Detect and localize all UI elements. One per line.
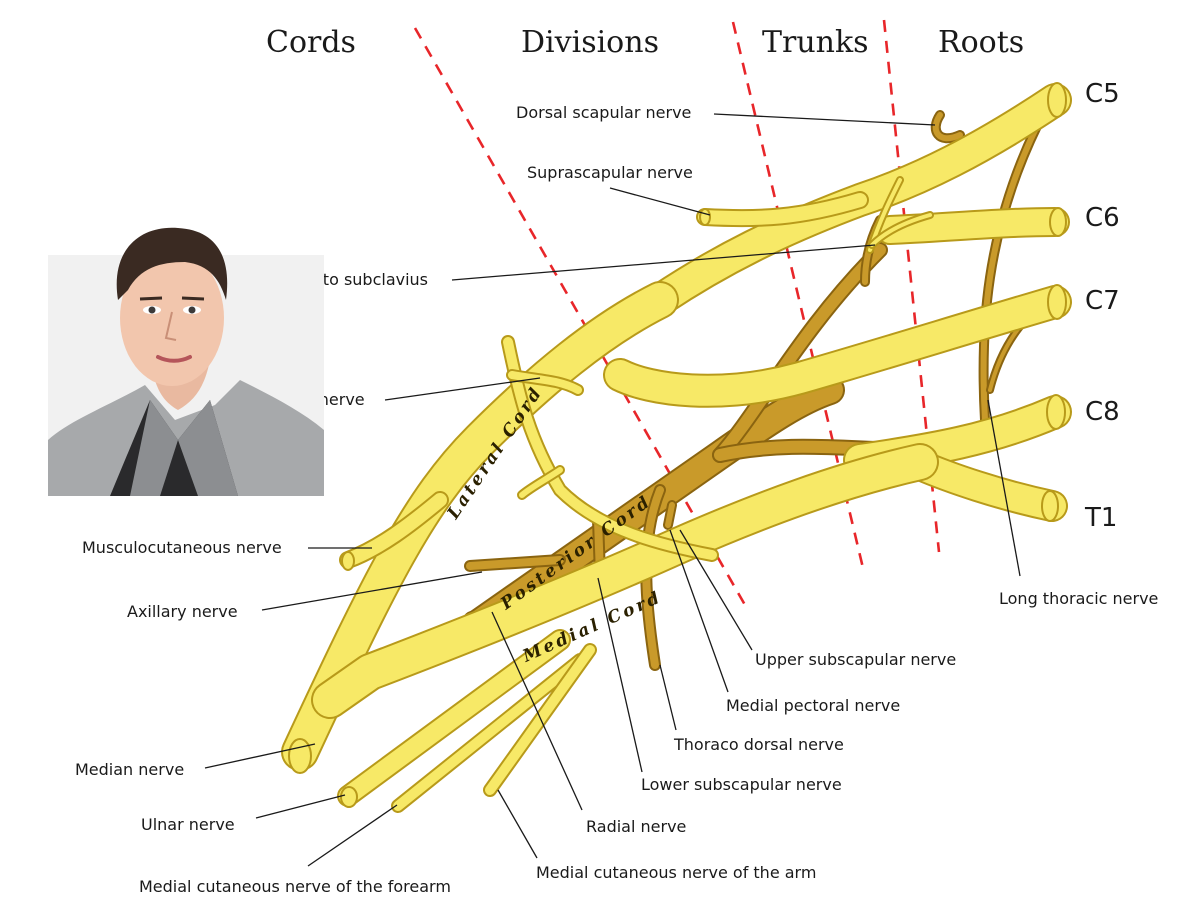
median-nerve-end	[288, 738, 312, 774]
t1-root-end	[1041, 490, 1059, 522]
root-c7: C7	[1085, 286, 1120, 316]
musculocutaneous-end	[341, 551, 355, 571]
ulnar-nerve-end	[340, 786, 358, 808]
header-cords: Cords	[266, 25, 356, 60]
c8-root-end	[1046, 394, 1066, 430]
c7-root-end	[1047, 284, 1067, 320]
c5-root-end	[1047, 82, 1067, 118]
root-t1: T1	[1084, 503, 1117, 533]
label-axillary: Axillary nerve	[127, 602, 238, 621]
divider-cords-divisions	[413, 27, 747, 606]
face	[120, 250, 224, 386]
label-dorsal-scapular: Dorsal scapular nerve	[516, 103, 691, 122]
label-med-cut-arm: Medial cutaneous nerve of the arm	[536, 863, 816, 882]
yellow-nerves	[281, 82, 1072, 813]
label-musculocutaneous: Musculocutaneous nerve	[82, 538, 282, 557]
root-c8: C8	[1085, 397, 1120, 427]
c6-root-end	[1049, 207, 1067, 237]
header-trunks: Trunks	[762, 25, 869, 60]
label-long-thoracic: Long thoracic nerve	[999, 589, 1158, 608]
header-roots: Roots	[938, 25, 1024, 60]
label-suprascapular: Suprascapular nerve	[527, 163, 693, 182]
header-divisions: Divisions	[521, 25, 659, 60]
root-c5: C5	[1085, 79, 1120, 109]
label-median: Median nerve	[75, 760, 184, 779]
label-upper-subscapular: Upper subscapular nerve	[755, 650, 956, 669]
leader-lines	[204, 113, 1021, 867]
suprascapular-end	[699, 208, 711, 226]
label-medial-pectoral: Medial pectoral nerve	[726, 696, 900, 715]
label-thoraco-dorsal: Thoraco dorsal nerve	[673, 735, 844, 754]
label-lower-subscapular: Lower subscapular nerve	[641, 775, 842, 794]
label-ulnar: Ulnar nerve	[141, 815, 235, 834]
label-radial: Radial nerve	[586, 817, 686, 836]
portrait-photo	[48, 227, 324, 496]
root-c6: C6	[1085, 203, 1120, 233]
hair	[116, 227, 228, 300]
label-med-cut-forearm: Medial cutaneous nerve of the forearm	[139, 877, 451, 896]
